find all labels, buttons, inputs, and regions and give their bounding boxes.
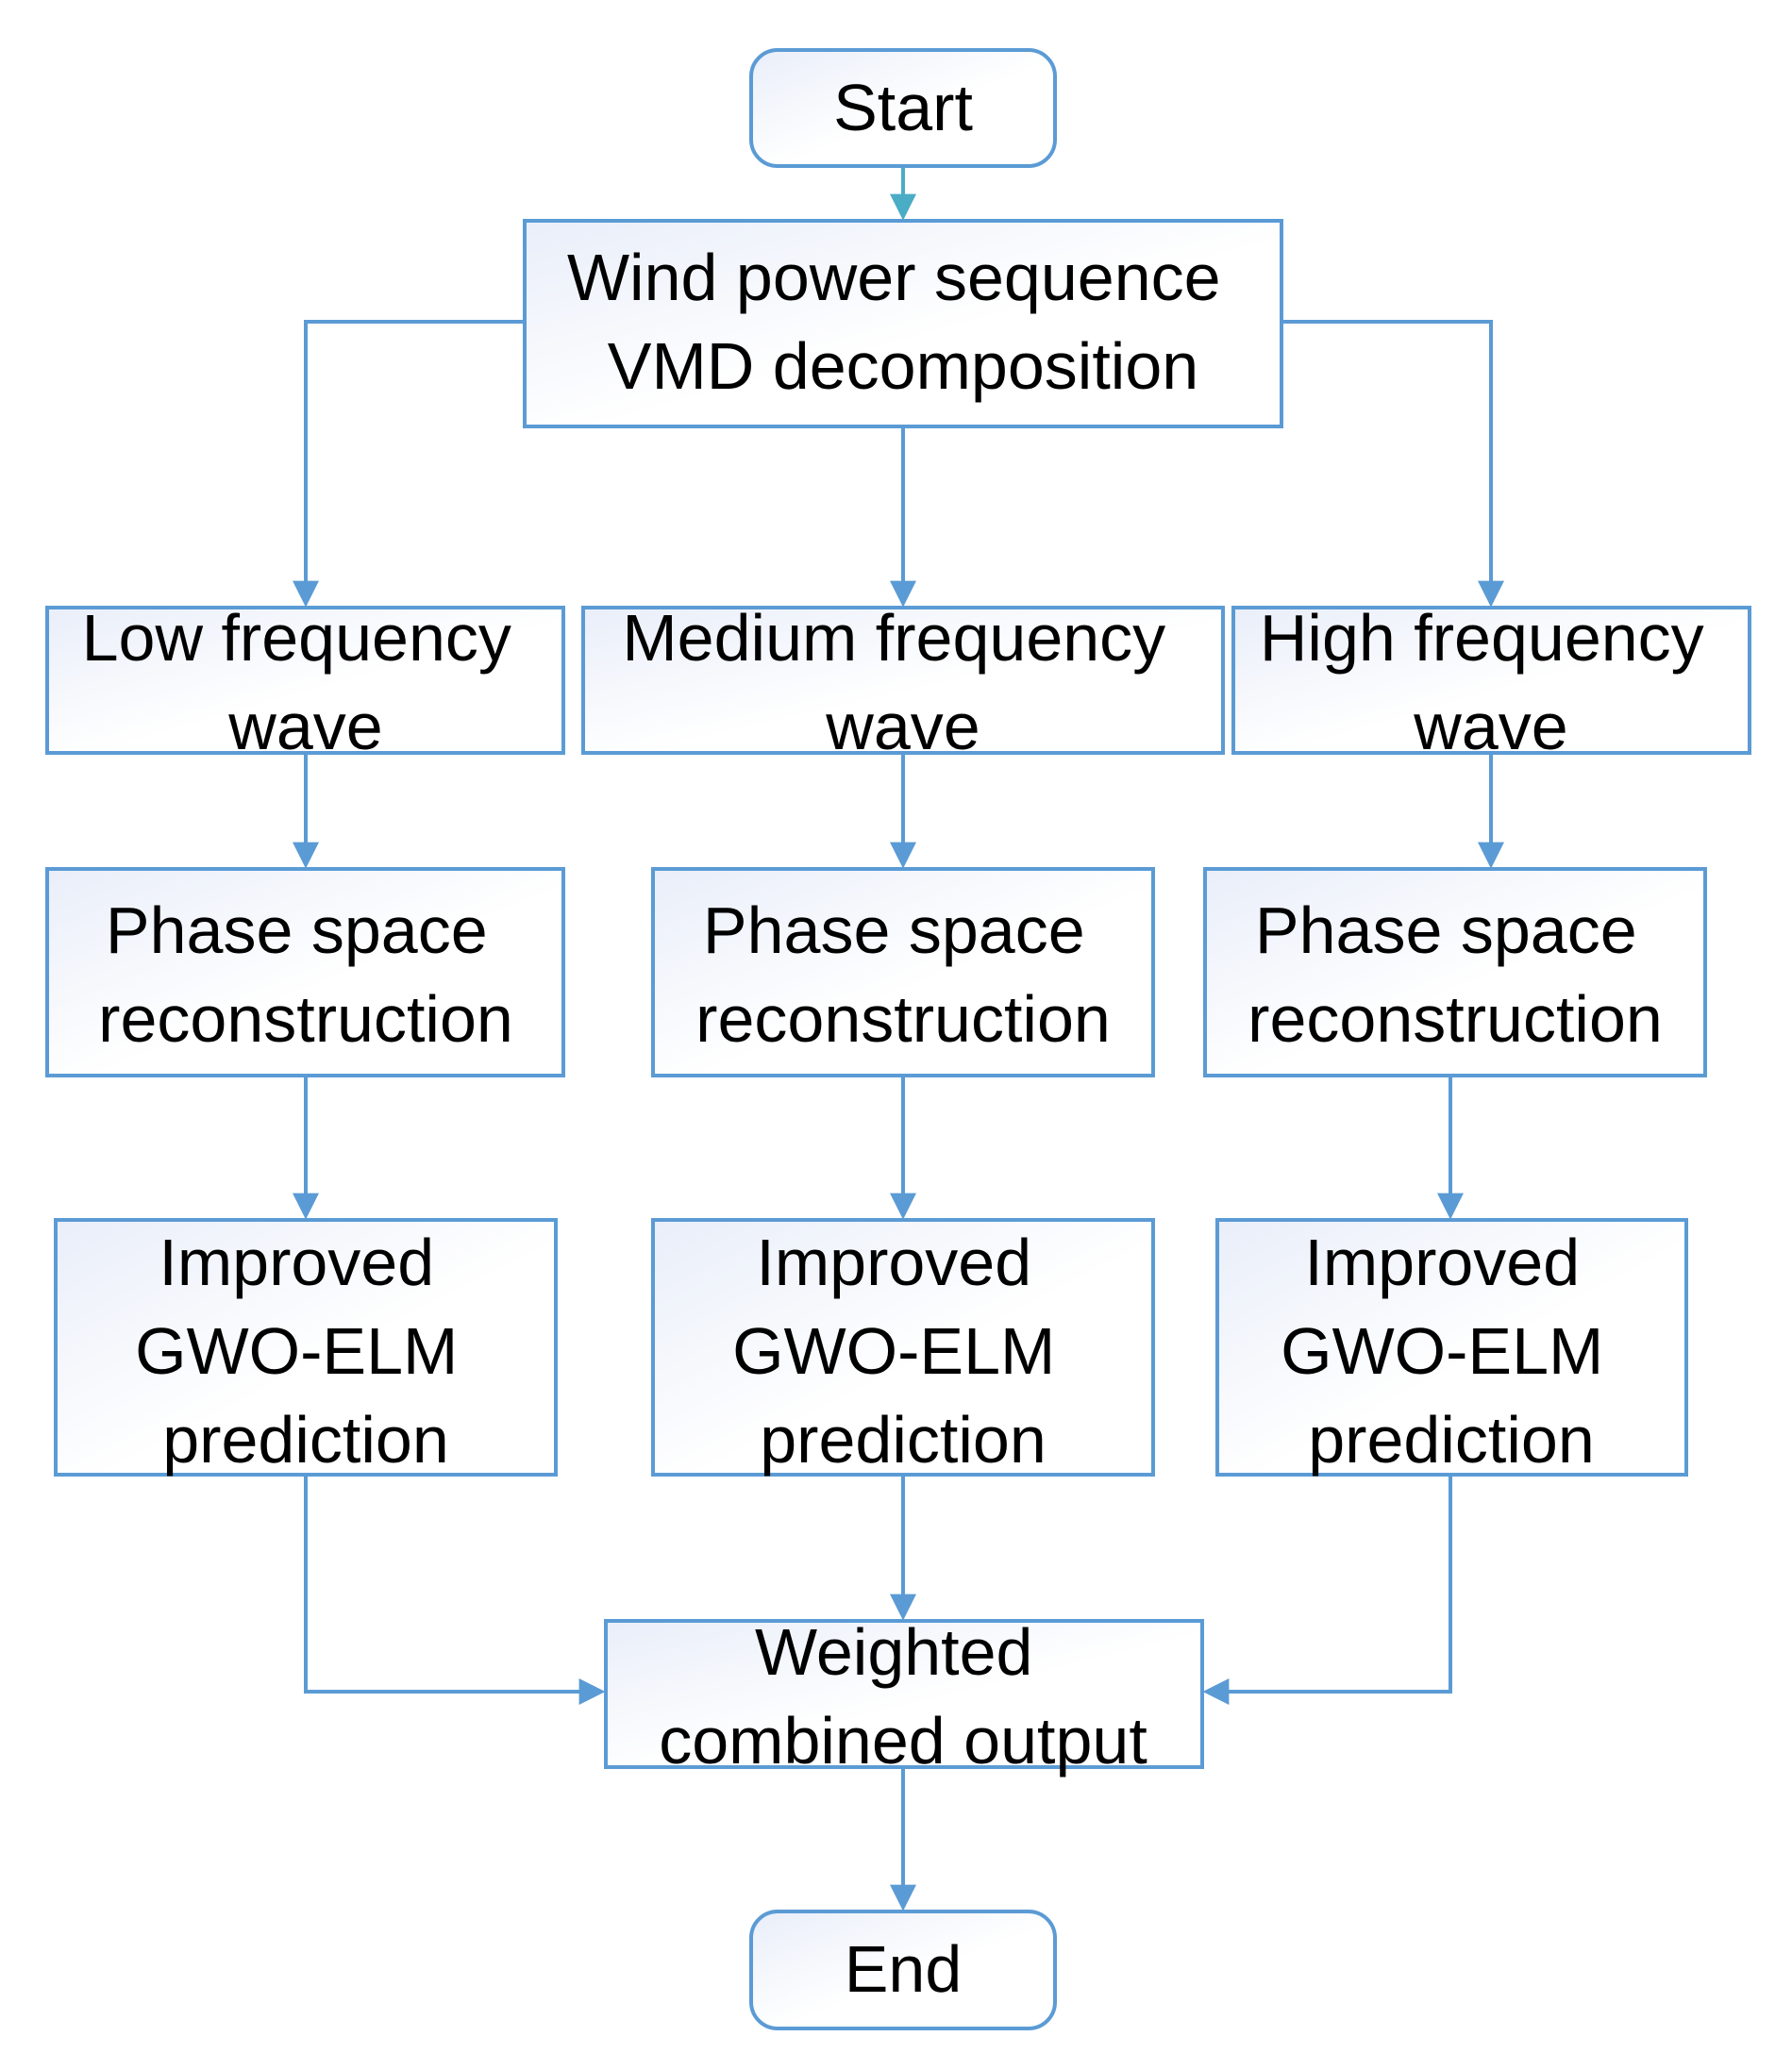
weighted-combined-output-node-line-2: combined output <box>659 1704 1147 1778</box>
start-node-shape <box>749 48 1057 168</box>
end-node: End <box>749 1910 1057 2030</box>
low-frequency-wave-node-shape <box>45 606 565 755</box>
medium-frequency-wave-node: Medium frequency wave <box>581 601 1225 763</box>
weighted-combined-output-node-line-1: Weighted <box>755 1615 1032 1689</box>
vmd-decomposition-node-line-1: Wind power sequence <box>567 241 1221 314</box>
high-frequency-wave-node-line-1: High frequency <box>1260 601 1704 675</box>
phase-space-high-node-label: Phase space reconstruction <box>1248 893 1663 1056</box>
phase-space-low-node: Phase space reconstruction <box>45 867 565 1077</box>
phase-space-low-node-line-1: Phase space <box>106 893 488 967</box>
gwo-elm-high-node-line-3: prediction <box>1308 1403 1595 1477</box>
phase-space-low-node-line-2: reconstruction <box>98 982 513 1056</box>
phase-space-low-node-label: Phase space reconstruction <box>98 893 513 1056</box>
arrow-low-gwo-to-combined <box>304 1475 606 1705</box>
end-node-shape <box>749 1910 1057 2030</box>
gwo-elm-medium-node-line-2: GWO-ELM <box>732 1314 1055 1388</box>
low-frequency-wave-node-label: Low frequency wave <box>82 601 530 763</box>
vmd-decomposition-node-label: Wind power sequence VMD decomposition <box>567 241 1239 403</box>
arrow-vmd-to-high-wave <box>1281 320 1504 608</box>
weighted-combined-output-node: Weighted combined output <box>604 1615 1204 1778</box>
vmd-decomposition-node-line-2: VMD decomposition <box>608 329 1198 403</box>
gwo-elm-low-node-shape <box>54 1218 558 1477</box>
gwo-elm-medium-node-shape <box>651 1218 1155 1477</box>
vmd-decomposition-node: Wind power sequence VMD decomposition <box>523 219 1283 428</box>
gwo-elm-low-node: Improved GWO-ELM prediction <box>54 1218 558 1477</box>
high-frequency-wave-node-line-2: wave <box>1413 690 1567 763</box>
phase-space-low-node-shape <box>45 867 565 1077</box>
weighted-combined-output-node-shape <box>604 1619 1204 1769</box>
high-frequency-wave-node-label: High frequency wave <box>1260 601 1722 763</box>
phase-space-high-node-line-1: Phase space <box>1255 893 1637 967</box>
medium-frequency-wave-node-label: Medium frequency wave <box>622 601 1183 763</box>
phase-space-medium-node-shape <box>651 867 1155 1077</box>
gwo-elm-high-node-line-2: GWO-ELM <box>1281 1314 1603 1388</box>
medium-frequency-wave-node-line-2: wave <box>825 690 980 763</box>
start-node: Start <box>749 48 1057 168</box>
arrow-vmd-to-low-wave <box>293 320 525 608</box>
gwo-elm-high-node: Improved GWO-ELM prediction <box>1215 1218 1688 1477</box>
phase-space-high-node: Phase space reconstruction <box>1203 867 1707 1077</box>
gwo-elm-medium-node: Improved GWO-ELM prediction <box>651 1218 1155 1477</box>
gwo-elm-high-node-shape <box>1215 1218 1688 1477</box>
phase-space-medium-node: Phase space reconstruction <box>651 867 1155 1077</box>
low-frequency-wave-node: Low frequency wave <box>45 601 565 763</box>
gwo-elm-low-node-label: Improved GWO-ELM prediction <box>135 1226 477 1477</box>
gwo-elm-medium-node-line-3: prediction <box>760 1403 1047 1477</box>
vmd-decomposition-node-shape <box>523 219 1283 428</box>
medium-frequency-wave-node-line-1: Medium frequency <box>622 601 1165 675</box>
phase-space-medium-node-label: Phase space reconstruction <box>695 893 1111 1056</box>
arrow-high-gwo-to-combined <box>1202 1475 1452 1705</box>
gwo-elm-low-node-line-3: prediction <box>162 1403 449 1477</box>
end-node-label: End <box>845 1932 963 2006</box>
gwo-elm-medium-node-label: Improved GWO-ELM prediction <box>732 1226 1074 1477</box>
phase-space-high-node-line-2: reconstruction <box>1248 982 1663 1056</box>
gwo-elm-low-node-line-2: GWO-ELM <box>135 1314 458 1388</box>
low-frequency-wave-node-line-1: Low frequency <box>82 601 511 675</box>
low-frequency-wave-node-line-2: wave <box>227 690 382 763</box>
gwo-elm-medium-node-line-1: Improved <box>756 1226 1031 1299</box>
weighted-combined-output-node-label: Weighted combined output <box>659 1615 1147 1778</box>
high-frequency-wave-node-shape <box>1231 606 1751 755</box>
end-node-line-1: End <box>845 1932 963 2006</box>
gwo-elm-high-node-label: Improved GWO-ELM prediction <box>1281 1226 1622 1477</box>
gwo-elm-high-node-line-1: Improved <box>1304 1226 1580 1299</box>
gwo-elm-low-node-line-1: Improved <box>159 1226 434 1299</box>
connectors <box>293 166 1504 1911</box>
high-frequency-wave-node: High frequency wave <box>1231 601 1751 763</box>
phase-space-medium-node-line-2: reconstruction <box>695 982 1111 1056</box>
medium-frequency-wave-node-shape <box>581 606 1225 755</box>
start-node-line-1: Start <box>833 71 973 144</box>
phase-space-medium-node-line-1: Phase space <box>703 893 1085 967</box>
start-node-label: Start <box>833 71 973 144</box>
phase-space-high-node-shape <box>1203 867 1707 1077</box>
